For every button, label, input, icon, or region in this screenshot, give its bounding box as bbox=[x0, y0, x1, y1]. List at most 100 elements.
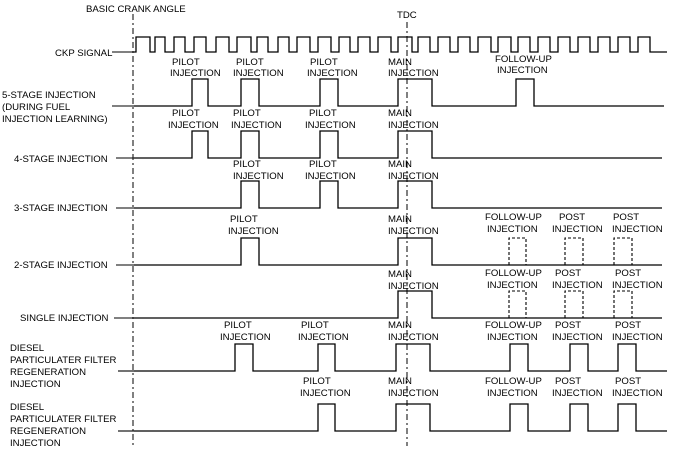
annotation-pilot-line1: PILOT bbox=[303, 376, 331, 387]
three-stage-waveform bbox=[134, 180, 662, 209]
annotation-post-1-line1: POST bbox=[555, 268, 581, 279]
annotation-follow-up-line1: FOLLOW-UP bbox=[485, 268, 542, 279]
tdc-label: TDC bbox=[397, 10, 417, 21]
annotation-pilot-2-line1: PILOT bbox=[233, 108, 261, 119]
annotation-pilot-2-line1: PILOT bbox=[301, 320, 329, 331]
row-label: SINGLE INJECTION bbox=[20, 313, 109, 324]
annotation-main-line2: INJECTION bbox=[388, 171, 439, 182]
row-dpf-regeneration-1: DIESEL PARTICULATER FILTER REGENERATION … bbox=[10, 343, 667, 399]
row-label-line1: 5-STAGE INJECTION bbox=[2, 90, 96, 101]
annotation-pilot-2-line2: INJECTION bbox=[233, 68, 284, 79]
post-dashed-pulse-2 bbox=[613, 237, 633, 265]
row-label-line4: INJECTION bbox=[10, 379, 61, 390]
ckp-signal-waveform bbox=[134, 36, 667, 53]
annotation-pilot-line1: PILOT bbox=[230, 214, 258, 225]
annotation-pilot-1-line2: INJECTION bbox=[233, 171, 284, 182]
row-label-line4: INJECTION bbox=[10, 438, 61, 449]
row-label: 3-STAGE INJECTION bbox=[14, 203, 108, 214]
row-label-line2: (DURING FUEL bbox=[2, 102, 71, 113]
row-three-stage-injection: 3-STAGE INJECTION PILOT INJECTION MAIN I… bbox=[14, 180, 663, 237]
annotation-pilot-2-line1: PILOT bbox=[309, 159, 337, 170]
annotation-post-1-line2: INJECTION bbox=[552, 224, 603, 235]
annotation-follow-up-line2: INJECTION bbox=[487, 332, 538, 343]
annotation-post-2-line1: POST bbox=[615, 376, 641, 387]
dpf-2-waveform bbox=[134, 403, 667, 432]
follow-up-dashed-pulse bbox=[508, 290, 527, 318]
annotation-main-line2: INJECTION bbox=[388, 281, 439, 292]
row-ckp-signal: CKP SIGNAL PILOT INJECTION PILOT INJECTI… bbox=[55, 36, 667, 79]
row-label: 4-STAGE INJECTION bbox=[14, 154, 108, 165]
annotation-pilot-1-line1: PILOT bbox=[172, 57, 200, 68]
annotation-follow-up-line2: INJECTION bbox=[497, 65, 548, 76]
row-label: CKP SIGNAL bbox=[55, 48, 113, 59]
annotation-pilot-3-line1: PILOT bbox=[309, 108, 337, 119]
annotation-post-2-line2: INJECTION bbox=[612, 224, 663, 235]
annotation-follow-up-line2: INJECTION bbox=[487, 224, 538, 235]
annotation-post-2-line2: INJECTION bbox=[612, 332, 663, 343]
annotation-pilot-2-line2: INJECTION bbox=[305, 171, 356, 182]
annotation-follow-up-line1: FOLLOW-UP bbox=[485, 320, 542, 331]
annotation-pilot-3-line1: PILOT bbox=[310, 57, 338, 68]
annotation-main-line2: INJECTION bbox=[388, 120, 439, 131]
annotation-post-1-line1: POST bbox=[555, 376, 581, 387]
row-single-injection: SINGLE INJECTION PILOT INJECTION PILOT I… bbox=[20, 290, 663, 343]
annotation-main-line1: MAIN bbox=[388, 376, 412, 387]
annotation-pilot-1-line1: PILOT bbox=[233, 159, 261, 170]
annotation-pilot-3-line2: INJECTION bbox=[307, 68, 358, 79]
row-two-stage-injection: 2-STAGE INJECTION MAIN INJECTION FOLLOW-… bbox=[14, 237, 663, 292]
post-dashed-pulse-1 bbox=[564, 237, 584, 265]
row-dpf-regeneration-2: DIESEL PARTICULATER FILTER REGENERATION … bbox=[10, 402, 667, 449]
annotation-follow-up-line1: FOLLOW-UP bbox=[485, 212, 542, 223]
annotation-pilot-1-line2: INJECTION bbox=[220, 332, 271, 343]
annotation-main-line1: MAIN bbox=[388, 108, 412, 119]
annotation-main-line2: INJECTION bbox=[388, 332, 439, 343]
annotation-main-line1: MAIN bbox=[388, 214, 412, 225]
annotation-pilot-3-line2: INJECTION bbox=[305, 120, 356, 131]
annotation-post-1-line1: POST bbox=[555, 320, 581, 331]
annotation-pilot-1-line2: INJECTION bbox=[170, 68, 221, 79]
annotation-pilot-2-line2: INJECTION bbox=[298, 332, 349, 343]
dpf-1-waveform bbox=[134, 343, 667, 372]
annotation-pilot-line2: INJECTION bbox=[228, 226, 279, 237]
row-label: 2-STAGE INJECTION bbox=[14, 260, 108, 271]
annotation-post-2-line1: POST bbox=[615, 268, 641, 279]
row-label-line3: REGENERATION bbox=[10, 426, 86, 437]
annotation-post-2-line2: INJECTION bbox=[612, 280, 663, 291]
annotation-follow-up-line2: INJECTION bbox=[487, 280, 538, 291]
two-stage-waveform bbox=[134, 237, 662, 266]
annotation-pilot-1-line2: INJECTION bbox=[168, 120, 219, 131]
annotation-pilot-2-line2: INJECTION bbox=[231, 120, 282, 131]
basic-crank-angle-label: BASIC CRANK ANGLE bbox=[86, 4, 186, 15]
annotation-post-2-line2: INJECTION bbox=[612, 388, 663, 399]
follow-up-dashed-pulse bbox=[508, 237, 527, 265]
annotation-main-line1: MAIN bbox=[388, 320, 412, 331]
annotation-pilot-1-line1: PILOT bbox=[224, 320, 252, 331]
annotation-main-line1: MAIN bbox=[388, 269, 412, 280]
row-four-stage-injection: 4-STAGE INJECTION PILOT INJECTION PILOT … bbox=[14, 130, 662, 182]
annotation-pilot-1-line1: PILOT bbox=[172, 108, 200, 119]
single-injection-waveform bbox=[134, 290, 662, 319]
annotation-post-1-line2: INJECTION bbox=[552, 388, 603, 399]
annotation-pilot-2-line1: PILOT bbox=[236, 57, 264, 68]
annotation-main-line2: INJECTION bbox=[388, 226, 439, 237]
annotation-follow-up-line1: FOLLOW-UP bbox=[495, 54, 552, 65]
row-label-line3: INJECTION LEARNING) bbox=[2, 114, 108, 125]
row-label-line2: PARTICULATER FILTER bbox=[10, 414, 117, 425]
row-label-line1: DIESEL bbox=[10, 343, 45, 354]
annotation-main-line1: MAIN bbox=[388, 159, 412, 170]
annotation-main-line2: INJECTION bbox=[388, 388, 439, 399]
annotation-post-1-line2: INJECTION bbox=[552, 332, 603, 343]
annotation-post-2-line1: POST bbox=[615, 320, 641, 331]
annotation-follow-up-line2: INJECTION bbox=[487, 388, 538, 399]
five-stage-waveform bbox=[134, 78, 664, 107]
row-five-stage-injection: 5-STAGE INJECTION (DURING FUEL INJECTION… bbox=[2, 78, 664, 131]
post-dashed-pulse-2 bbox=[613, 290, 633, 318]
row-label-line1: DIESEL bbox=[10, 402, 45, 413]
four-stage-waveform bbox=[134, 130, 662, 159]
row-label-line3: REGENERATION bbox=[10, 367, 86, 378]
annotation-main-line1: MAIN bbox=[388, 57, 412, 68]
annotation-post-1-line1: POST bbox=[559, 212, 585, 223]
annotation-post-1-line2: INJECTION bbox=[552, 280, 603, 291]
